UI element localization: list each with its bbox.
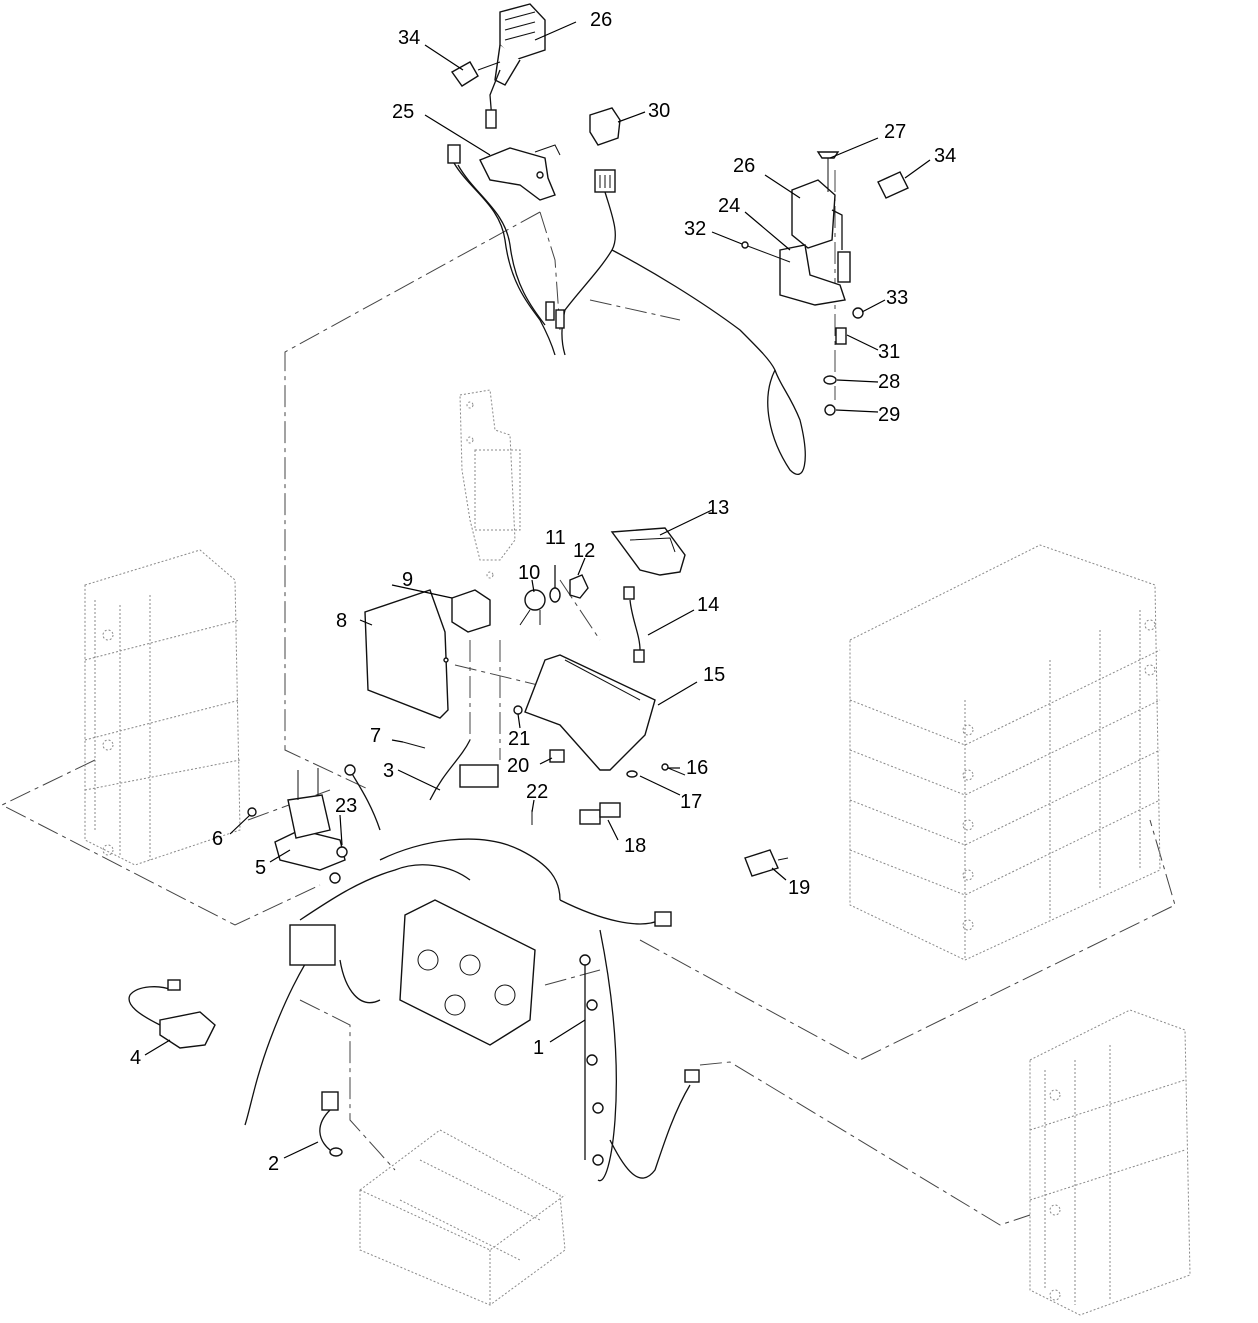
callout-29: 29 (878, 404, 900, 426)
callout-19: 19 (788, 877, 810, 899)
item-8-cover-panel (364, 589, 449, 719)
item-11-washer (549, 587, 561, 603)
item-18-connector (579, 802, 621, 825)
callout-14: 14 (697, 594, 719, 616)
callout-33: 33 (886, 287, 908, 309)
callout-10: 10 (518, 562, 540, 584)
item-31-connector (835, 327, 847, 345)
callout-27: 27 (884, 121, 906, 143)
item-16-bolt (661, 763, 686, 776)
callout-21: 21 (508, 728, 530, 750)
callout-3: 3 (383, 760, 394, 782)
item-12-key-cap (569, 574, 589, 599)
battery-pack-lower-right (1029, 1009, 1191, 1316)
item-3-main-harness (244, 739, 700, 1182)
callout-4: 4 (130, 1047, 141, 1069)
steering-column-bracket (459, 389, 521, 579)
item-34-buzzer-boot-right (877, 171, 909, 199)
callout-2: 2 (268, 1153, 279, 1175)
item-10-key-switch (519, 589, 546, 626)
callout-30: 30 (648, 100, 670, 122)
item-20-clip (549, 749, 565, 763)
callout-11: 11 (545, 527, 566, 549)
callout-labels: 1 2 3 4 5 6 7 8 9 10 11 12 13 14 15 16 1… (130, 9, 956, 1175)
item-33-nut (852, 307, 864, 319)
dash-harness (447, 144, 806, 476)
item-15-mounting-plate (524, 654, 656, 771)
callout-25: 25 (392, 101, 414, 123)
callout-23: 23 (335, 795, 357, 817)
callout-9: 9 (402, 569, 413, 591)
item-1-battery-cable-set (579, 954, 604, 1166)
callout-26-top: 26 (590, 9, 612, 31)
leader-lines (144, 21, 931, 1159)
item-17-washer (626, 770, 638, 778)
callout-15: 15 (703, 664, 725, 686)
callout-12: 12 (573, 540, 595, 562)
item-24-mounting-bracket (779, 244, 846, 306)
callout-24: 24 (718, 195, 740, 217)
callout-32: 32 (684, 218, 706, 240)
callout-28: 28 (878, 371, 900, 393)
callout-8: 8 (336, 610, 347, 632)
item-13-display (610, 527, 686, 576)
callout-22: 22 (526, 781, 548, 803)
item-6-terminal-screw (247, 807, 257, 817)
callout-17: 17 (680, 791, 702, 813)
item-26-reverse-buzzer-right (791, 179, 851, 283)
callout-20: 20 (507, 755, 529, 777)
item-29-nut (824, 404, 836, 416)
battery-pack-left (84, 549, 241, 866)
item-5-solenoid (274, 768, 346, 871)
callout-5: 5 (255, 857, 266, 879)
item-28-washer (823, 375, 837, 385)
item-30-dash-switch (589, 107, 621, 193)
item-25-bracket (479, 144, 561, 201)
battery-pack-bottom-center (359, 1129, 566, 1306)
callout-13: 13 (707, 497, 729, 519)
battery-pack-right-stack (849, 544, 1161, 961)
item-7-pin (402, 741, 426, 749)
item-21-fastener (513, 705, 523, 715)
item-4-charger-receptacle (128, 979, 216, 1049)
callout-1: 1 (533, 1037, 544, 1059)
callout-6: 6 (212, 828, 223, 850)
callout-26-right: 26 (733, 155, 755, 177)
item-32-bolt (741, 241, 791, 263)
callout-34-right: 34 (934, 145, 956, 167)
item-9-switch (451, 589, 491, 633)
motor-controller (399, 899, 536, 1046)
callout-16: 16 (686, 757, 708, 779)
callout-7: 7 (370, 725, 381, 747)
item-23-nut (336, 846, 348, 858)
item-34-buzzer-boot-top (450, 61, 501, 87)
callout-34-top: 34 (398, 27, 420, 49)
item-26-reverse-buzzer-top (485, 3, 546, 129)
callout-31: 31 (878, 341, 900, 363)
item-2-cable (319, 1091, 343, 1157)
item-14-display-harness (623, 586, 645, 663)
callout-18: 18 (624, 835, 646, 857)
item-19-plug (744, 849, 789, 877)
